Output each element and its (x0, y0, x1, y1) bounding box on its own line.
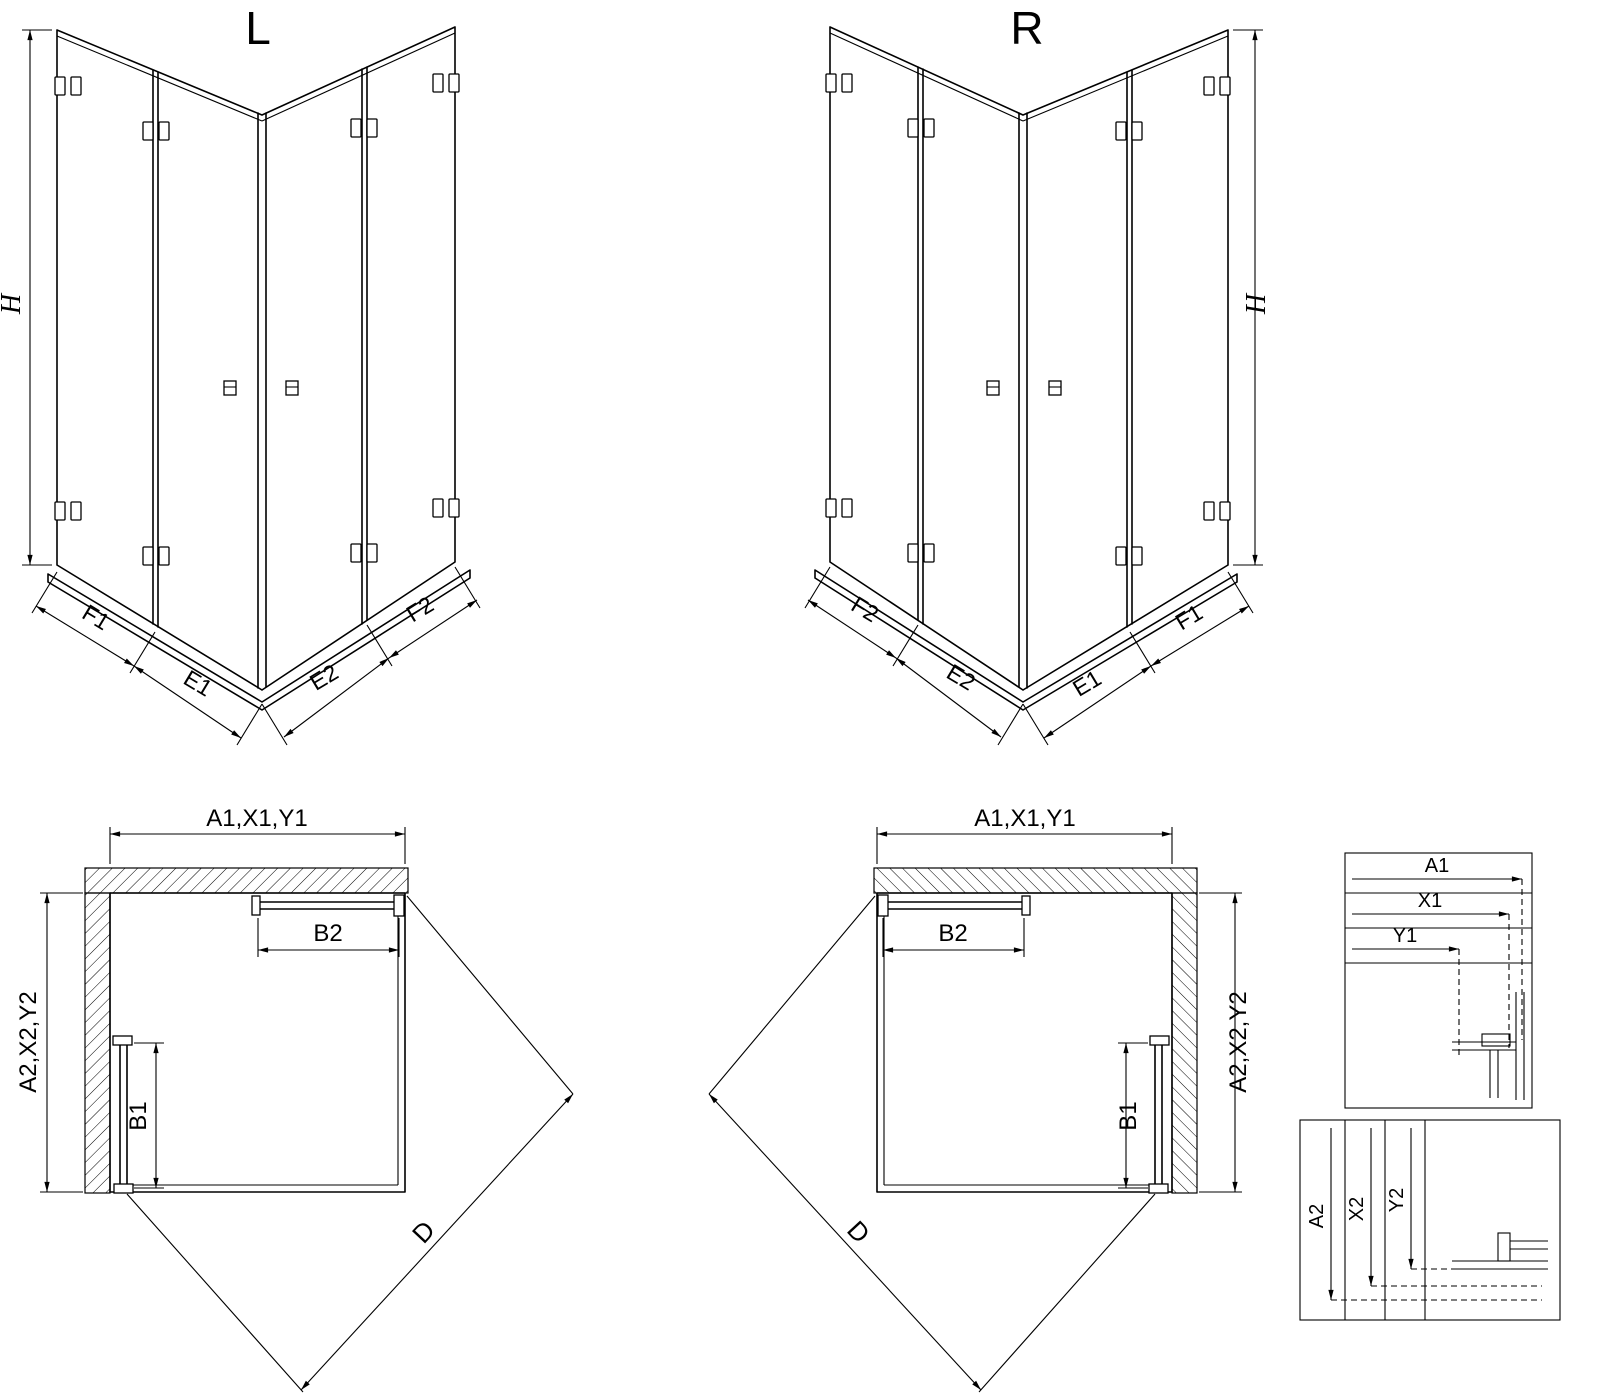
detail-box-widths: A1 X1 Y1 (1344, 852, 1533, 1109)
iso-right-dim-f2: F2 (847, 591, 883, 627)
plan-left-b1-label: B1 (125, 1101, 152, 1130)
iso-right-height-label: H (1241, 292, 1272, 315)
iso-right-dim-e2: E2 (942, 659, 980, 696)
plan-left-width-label: A1,X1,Y1 (206, 805, 307, 832)
plan-left-b2-label: B2 (313, 920, 342, 947)
iso-left-dim-f2: F2 (402, 591, 438, 627)
iso-right-dim-e1: E1 (1068, 665, 1106, 702)
plan-left-shape (40, 827, 573, 1392)
plan-view-left: A1,X1,Y1 A2,X2,Y2 B2 B1 D (15, 805, 573, 1392)
plan-right-b1-label: B1 (1115, 1101, 1142, 1130)
iso-left-dim-e1: E1 (179, 665, 217, 702)
iso-left-dim-e2: E2 (305, 659, 343, 696)
iso-left-dim-f1: F1 (78, 599, 114, 635)
detail-x1-label: X1 (1418, 890, 1442, 912)
iso-left-shape (22, 27, 480, 745)
plan-view-right: A1,X1,Y1 A2,X2,Y2 B2 B1 D (709, 805, 1252, 1392)
iso-right-dim-f1: F1 (1171, 599, 1207, 635)
detail-a1-label: A1 (1425, 855, 1449, 877)
iso-right-shape (805, 27, 1263, 745)
iso-left-title: L (245, 2, 271, 54)
detail-y2-label: Y2 (1386, 1188, 1408, 1212)
detail-x2-label: X2 (1346, 1197, 1368, 1221)
plan-right-b2-label: B2 (938, 920, 967, 947)
plan-right-shape (709, 827, 1242, 1392)
iso-left-height-label: H (0, 292, 27, 315)
iso-view-left: L H F1 E1 E2 F2 (0, 2, 480, 745)
detail-box-depths: A2 X2 Y2 (1299, 1119, 1561, 1321)
iso-view-right: R H F2 E2 E1 F1 (805, 2, 1272, 745)
detail-a2-label: A2 (1306, 1204, 1328, 1228)
plan-right-depth-label: A2,X2,Y2 (1225, 991, 1252, 1092)
detail-y1-label: Y1 (1393, 925, 1417, 947)
plan-right-width-label: A1,X1,Y1 (974, 805, 1075, 832)
plan-left-depth-label: A2,X2,Y2 (15, 991, 42, 1092)
iso-right-title: R (1010, 2, 1043, 54)
